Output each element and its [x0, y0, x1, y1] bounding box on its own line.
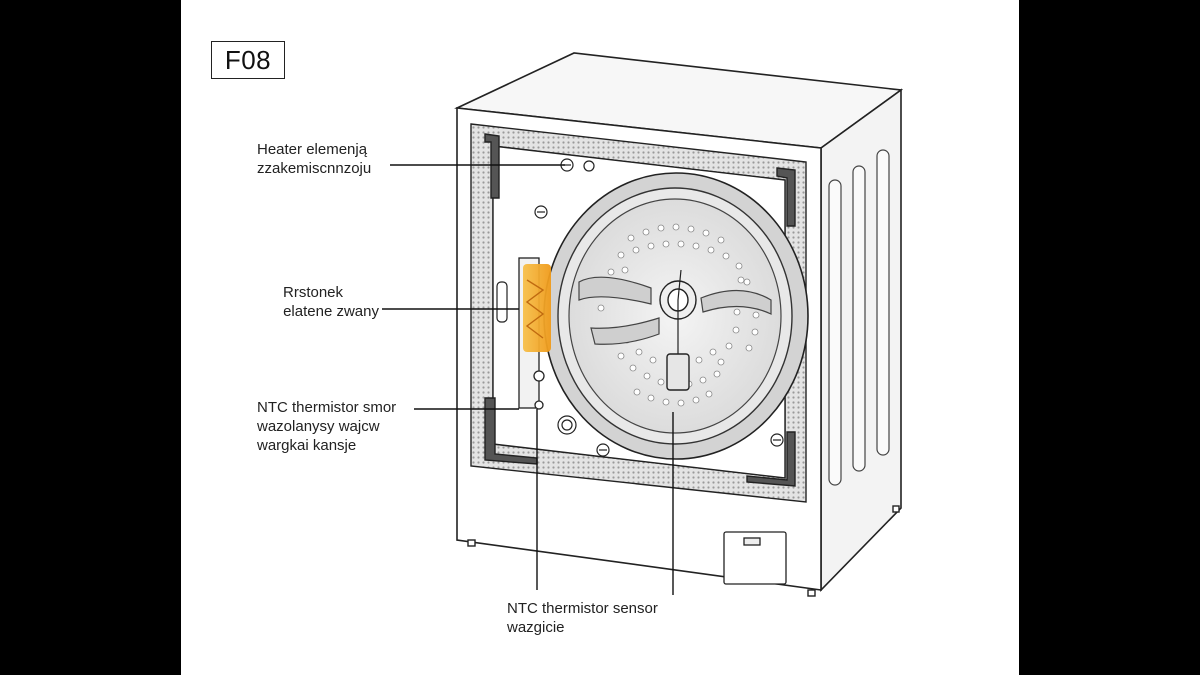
diagram-canvas: F08 — [181, 0, 1019, 675]
letterbox-left — [0, 0, 181, 675]
label-heater-element: Heater elemenją zzakemiscnnzoju — [257, 141, 372, 177]
heater-element — [518, 257, 551, 410]
washer-illustration — [382, 52, 904, 597]
drum-hub — [659, 269, 697, 391]
cabinet-feet — [467, 505, 900, 597]
label-ntc-side: NTC thermistor smor wazolanysy wajcw war… — [257, 399, 397, 454]
mounting-screws — [496, 158, 806, 457]
service-panel — [723, 531, 787, 585]
corner-brackets — [484, 133, 796, 487]
label-resistor: Rrstonek elatene zwany — [283, 284, 379, 320]
leader-lines — [382, 164, 674, 595]
drum-lifters — [578, 276, 772, 345]
side-vents — [828, 149, 890, 486]
label-ntc-bottom: NTC thermistor sensor wazgicie — [507, 600, 658, 636]
error-code-box: F08 — [211, 41, 285, 79]
letterbox-right — [1019, 0, 1200, 675]
